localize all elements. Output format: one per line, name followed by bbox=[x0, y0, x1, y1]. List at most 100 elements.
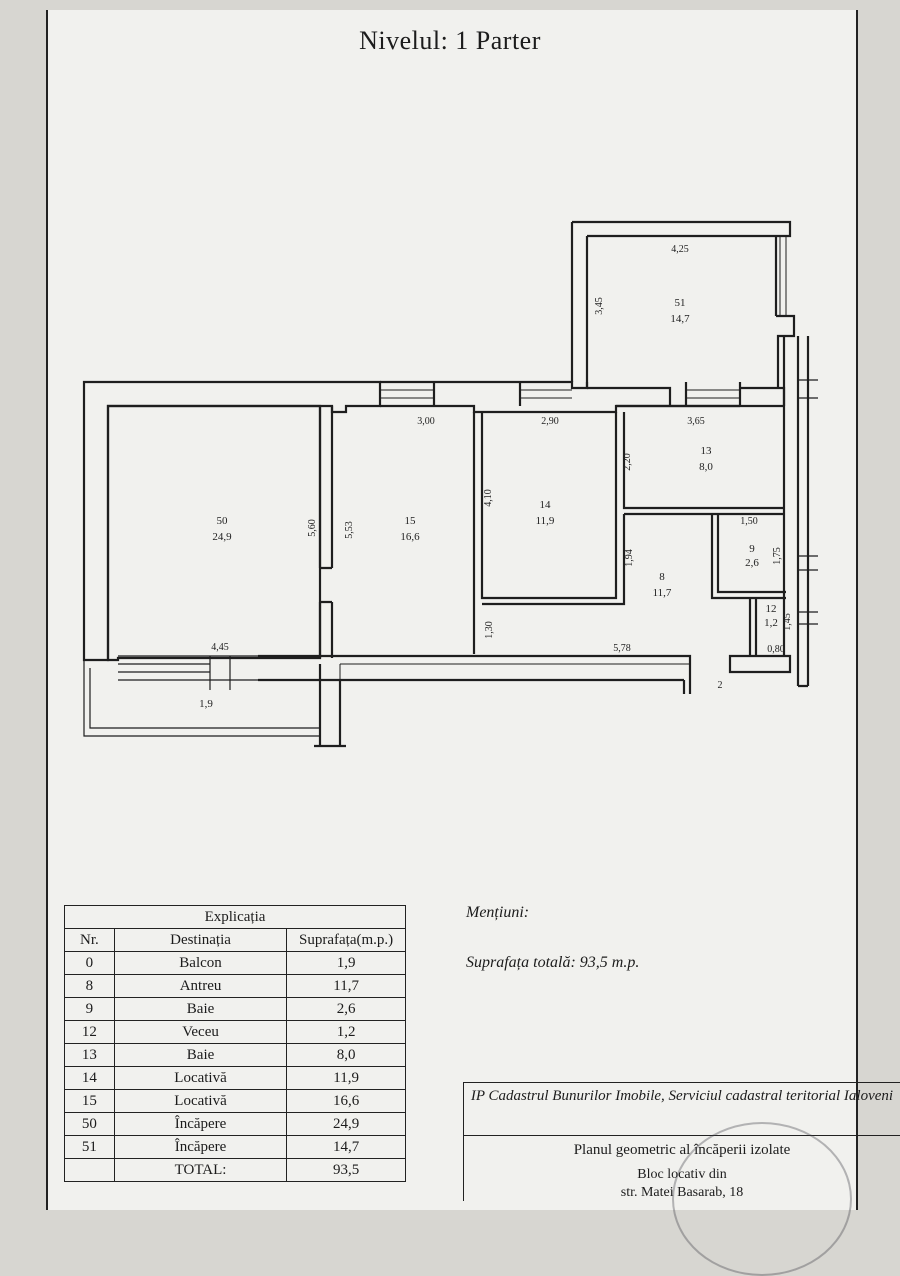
organization-name: IP Cadastrul Bunurilor Imobile, Serviciu… bbox=[464, 1083, 900, 1136]
legend-header-area: Suprafața(m.p.) bbox=[286, 928, 406, 952]
page-title: Nivelul: 1 Parter bbox=[359, 26, 541, 55]
balcony-door bbox=[209, 656, 231, 690]
mentions-label: Mențiuni: bbox=[466, 904, 530, 921]
window-jambs bbox=[432, 382, 742, 406]
legend-header-destination: Destinația bbox=[113, 928, 288, 952]
table-row: 13 Baie 8,0 bbox=[64, 1043, 406, 1067]
dimension-label: 1,75 bbox=[772, 547, 783, 565]
cell-nr: 50 bbox=[64, 1112, 115, 1136]
table-row: 14 Locativă 11,9 bbox=[64, 1066, 406, 1090]
room-13-outline bbox=[616, 404, 784, 516]
cell-destination: Încăpere bbox=[113, 1135, 288, 1159]
dimension-label: 0,80 bbox=[767, 644, 785, 655]
room-label-area: 8,0 bbox=[699, 461, 713, 473]
wall-bottom bbox=[258, 654, 808, 694]
dimension-label: 2 bbox=[718, 680, 723, 691]
legend-table: Explicația Nr. Destinația Suprafața(m.p.… bbox=[64, 905, 406, 1182]
window-top bbox=[380, 389, 740, 399]
room-label-nr: 9 bbox=[749, 543, 755, 555]
dimension-label: 5,78 bbox=[613, 643, 631, 654]
legend-caption: Explicația bbox=[64, 905, 406, 929]
total-value: 93,5 bbox=[286, 1158, 406, 1182]
table-row: 0 Balcon 1,9 bbox=[64, 951, 406, 975]
cell-area: 14,7 bbox=[286, 1135, 406, 1159]
dimension-label: 4,10 bbox=[483, 489, 494, 507]
total-label: TOTAL: bbox=[113, 1158, 288, 1182]
total-row: TOTAL: 93,5 bbox=[64, 1158, 406, 1182]
room-label-area: 1,9 bbox=[199, 698, 213, 710]
cell-area: 1,9 bbox=[286, 951, 406, 975]
dimension-label: 4,45 bbox=[211, 642, 229, 653]
room-label-nr: 50 bbox=[217, 515, 229, 527]
table-row: 50 Încăpere 24,9 bbox=[64, 1112, 406, 1136]
dimension-label: 5,60 bbox=[307, 519, 318, 537]
room-label-nr: 14 bbox=[540, 499, 552, 511]
room-label-nr: 15 bbox=[405, 515, 417, 527]
room-label-area: 1,2 bbox=[764, 617, 778, 629]
table-row: 8 Antreu 11,7 bbox=[64, 974, 406, 998]
cell-nr: 8 bbox=[64, 974, 115, 998]
room-label-area: 14,7 bbox=[670, 313, 690, 325]
wall-50-15 bbox=[318, 406, 334, 658]
dimension-label: 2,20 bbox=[622, 453, 633, 471]
cell-destination: Baie bbox=[113, 1043, 288, 1067]
dimension-label: 4,25 bbox=[671, 244, 689, 255]
room-label-nr: 51 bbox=[675, 297, 686, 309]
corridor-line bbox=[339, 663, 690, 680]
cell-destination: Baie bbox=[113, 997, 288, 1021]
cell-area: 11,7 bbox=[286, 974, 406, 998]
total-area-line: Suprafața totală: 93,5 m.p. bbox=[466, 954, 640, 971]
cell-nr: 15 bbox=[64, 1089, 115, 1113]
cell-destination: Veceu bbox=[113, 1020, 288, 1044]
dimension-label: 5,53 bbox=[344, 521, 355, 539]
room-label-nr: 13 bbox=[701, 445, 713, 457]
cell-nr: 51 bbox=[64, 1135, 115, 1159]
cell-destination: Încăpere bbox=[113, 1112, 288, 1136]
room-label-area: 11,7 bbox=[653, 587, 672, 599]
cell-nr: 14 bbox=[64, 1066, 115, 1090]
legend-header-nr: Nr. bbox=[64, 928, 115, 952]
cell-destination: Locativă bbox=[113, 1066, 288, 1090]
cell-nr: 13 bbox=[64, 1043, 115, 1067]
table-row: 51 Încăpere 14,7 bbox=[64, 1135, 406, 1159]
cell-area: 24,9 bbox=[286, 1112, 406, 1136]
room-label-nr: 8 bbox=[659, 571, 665, 583]
stair-shaft bbox=[314, 664, 346, 748]
dimension-label: 2,90 bbox=[541, 416, 559, 427]
cell-area: 1,2 bbox=[286, 1020, 406, 1044]
wall-outer-left bbox=[82, 380, 382, 662]
wall-right bbox=[782, 336, 810, 686]
dimension-label: 1,50 bbox=[740, 516, 758, 527]
room-14-outline bbox=[472, 412, 626, 654]
dimension-label: 3,65 bbox=[687, 416, 705, 427]
table-row: 15 Locativă 16,6 bbox=[64, 1089, 406, 1113]
cell-nr: 0 bbox=[64, 951, 115, 975]
cell-destination: Antreu bbox=[113, 974, 288, 998]
cell-area: 11,9 bbox=[286, 1066, 406, 1090]
dimension-label: 1,30 bbox=[484, 621, 495, 639]
balcony-outline bbox=[83, 655, 320, 737]
cell-area: 2,6 bbox=[286, 997, 406, 1021]
room-51-outline bbox=[570, 220, 796, 406]
room-label-area: 16,6 bbox=[400, 531, 420, 543]
official-seal bbox=[672, 1122, 852, 1276]
room-label-nr: 12 bbox=[766, 603, 777, 615]
wall-right-openings bbox=[798, 379, 818, 625]
floor-plan: 50 24,9 15 16,6 14 11,9 51 14,7 13 8,0 8… bbox=[82, 220, 818, 748]
cell-area: 8,0 bbox=[286, 1043, 406, 1067]
room-label-area: 24,9 bbox=[212, 531, 232, 543]
dimension-label: 1,45 bbox=[782, 613, 793, 631]
cell-destination: Balcon bbox=[113, 951, 288, 975]
dimension-label: 3,00 bbox=[417, 416, 435, 427]
window-51 bbox=[779, 236, 787, 316]
room-9-12-outline bbox=[710, 514, 786, 656]
cell-area: 16,6 bbox=[286, 1089, 406, 1113]
cell-destination: Locativă bbox=[113, 1089, 288, 1113]
dimension-label: 3,45 bbox=[594, 297, 605, 315]
cell-nr: 9 bbox=[64, 997, 115, 1021]
cell-nr: 12 bbox=[64, 1020, 115, 1044]
room-label-area: 2,6 bbox=[745, 557, 759, 569]
room-label-area: 11,9 bbox=[536, 515, 555, 527]
dimension-label: 1,94 bbox=[624, 549, 635, 567]
table-row: 9 Baie 2,6 bbox=[64, 997, 406, 1021]
